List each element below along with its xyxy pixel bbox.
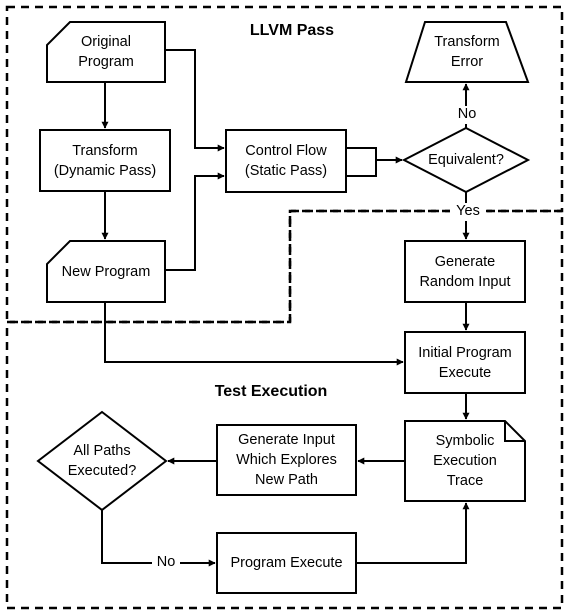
original-program-shape xyxy=(46,21,166,83)
symbolic-trace-document-shape xyxy=(404,420,526,502)
initial-program-execute-shape xyxy=(404,331,526,394)
edge-controlflow-to-equivalent xyxy=(346,147,402,177)
edge-allpaths-to-programexecute xyxy=(101,510,216,567)
program-execute-shape xyxy=(216,532,357,594)
all-paths-decision-shape xyxy=(36,410,168,512)
test-execution-region-border xyxy=(5,209,564,610)
equivalent-decision-shape xyxy=(401,126,531,194)
transform-error-shape xyxy=(404,21,530,83)
edge-original-to-controlflow xyxy=(165,49,225,152)
edge-newprogram-to-controlflow xyxy=(165,172,225,271)
transform-dynamic-pass-shape xyxy=(39,129,171,192)
generate-input-new-path-shape xyxy=(216,424,357,496)
document-fold-corner xyxy=(504,421,525,442)
edge-programexecute-to-trace xyxy=(356,502,470,564)
new-program-shape xyxy=(46,240,166,303)
control-flow-static-pass-shape xyxy=(225,129,347,193)
edge-newprogram-to-initial xyxy=(104,302,404,366)
generate-random-input-shape xyxy=(404,240,526,303)
